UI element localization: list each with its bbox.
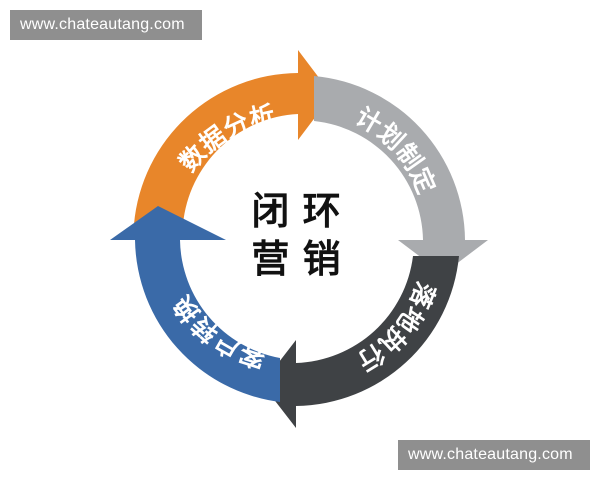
- segment-data-analysis-arrow: [134, 50, 332, 224]
- segment-implementation-arrow: [262, 256, 459, 428]
- watermark-bottom: www.chateautang.com: [398, 440, 590, 470]
- watermark-top: www.chateautang.com: [10, 10, 202, 40]
- segment-customer-conversion-arrow: [110, 206, 280, 402]
- segment-plan-making-arrow: [314, 76, 488, 274]
- center-title-line1: 闭 环: [251, 189, 340, 233]
- center-title-line2: 营 销: [251, 237, 340, 281]
